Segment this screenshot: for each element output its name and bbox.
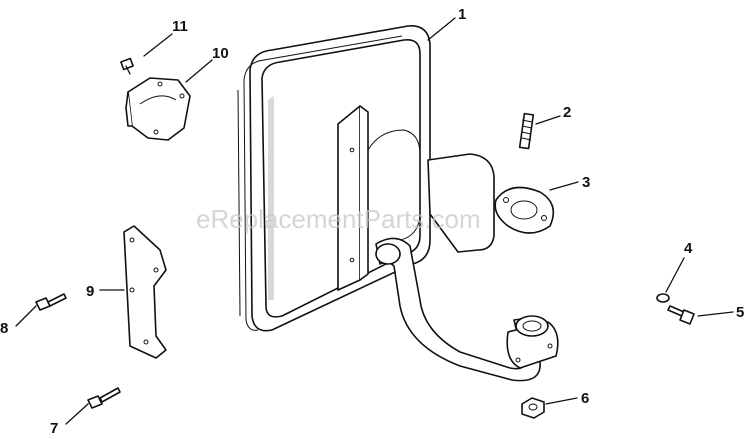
washer-part-4 — [656, 293, 670, 303]
nut-part-6 — [521, 397, 545, 419]
gasket-part-3 — [494, 186, 555, 234]
watermark-text: eReplacementParts.com — [196, 204, 481, 234]
heat-shield-part-10 — [125, 77, 191, 141]
exhaust-pipe — [375, 237, 559, 382]
muffler-bracket — [427, 153, 495, 253]
bolt-part-5 — [667, 305, 695, 325]
callout-labels: 1 2 3 4 5 6 7 8 9 10 11 — [0, 6, 744, 437]
leader-lines — [15, 17, 734, 425]
callout-2: 2 — [563, 104, 571, 121]
callout-8: 8 — [0, 320, 8, 337]
bolt-part-7 — [87, 387, 121, 409]
callout-5: 5 — [736, 304, 744, 321]
callout-9: 9 — [86, 283, 94, 300]
callout-7: 7 — [50, 420, 58, 437]
stud-part-2 — [518, 112, 535, 150]
callout-4: 4 — [684, 240, 693, 257]
mounting-bracket-part-9 — [123, 225, 167, 359]
callout-6: 6 — [581, 390, 589, 407]
bolt-part-11 — [120, 57, 134, 75]
callout-10: 10 — [212, 45, 229, 62]
bolt-part-8 — [35, 293, 67, 311]
callout-1: 1 — [458, 6, 466, 23]
callout-11: 11 — [172, 18, 188, 35]
callout-3: 3 — [582, 174, 590, 191]
